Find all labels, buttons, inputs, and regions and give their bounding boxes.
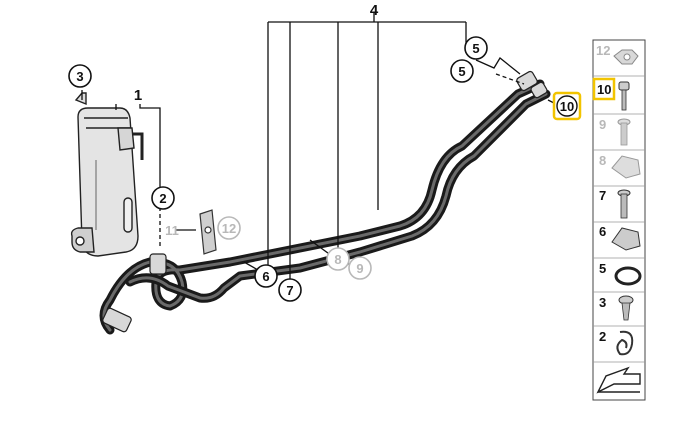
callout-label: 9 bbox=[356, 261, 363, 276]
bolt-icon bbox=[618, 81, 630, 111]
arrow-icon bbox=[596, 366, 641, 394]
callout-label: 5 bbox=[472, 41, 479, 56]
parts-row-9[interactable]: 9 bbox=[599, 117, 631, 146]
callout-9[interactable]: 9 bbox=[348, 256, 372, 280]
part-number: 6 bbox=[599, 224, 606, 239]
callout-6[interactable]: 6 bbox=[254, 264, 278, 288]
group-label-1: 1 bbox=[134, 87, 142, 104]
parts-list: 12 10 9 8 7 bbox=[592, 39, 646, 401]
parts-row-10[interactable]: 10 bbox=[592, 77, 630, 111]
parts-row-12[interactable]: 12 bbox=[596, 43, 639, 65]
group-number-4: 4 bbox=[370, 2, 379, 19]
bracket bbox=[199, 209, 217, 255]
pipe-fittings bbox=[102, 70, 548, 333]
parts-row-2[interactable]: 2 bbox=[599, 329, 634, 356]
part-number: 7 bbox=[599, 188, 606, 203]
parts-row-3[interactable]: 3 bbox=[599, 295, 634, 321]
part-number: 2 bbox=[599, 329, 606, 344]
part-number: 8 bbox=[599, 153, 606, 168]
callout-label: 12 bbox=[222, 221, 236, 236]
screw-icon bbox=[617, 118, 631, 146]
screw-icon bbox=[617, 189, 631, 219]
part-number: 10 bbox=[597, 82, 611, 97]
callout-label: 2 bbox=[159, 191, 166, 206]
parts-row-5[interactable]: 5 bbox=[599, 261, 642, 286]
callout-label: 11 bbox=[165, 223, 179, 238]
callout-label: 6 bbox=[262, 269, 269, 284]
callout-5-upper[interactable]: 5 bbox=[464, 36, 488, 60]
callout-12[interactable]: 12 bbox=[217, 216, 241, 240]
callout-8[interactable]: 8 bbox=[326, 247, 350, 271]
callout-10-highlighted[interactable]: 10 bbox=[552, 91, 582, 121]
oil-cooler bbox=[70, 92, 144, 257]
parts-row-7[interactable]: 7 bbox=[599, 188, 631, 219]
callout-label: 5 bbox=[458, 64, 465, 79]
clip-icon bbox=[611, 227, 641, 251]
screw-icon bbox=[618, 295, 634, 321]
parts-row-6[interactable]: 6 bbox=[599, 224, 641, 251]
clip-icon bbox=[611, 155, 641, 179]
callout-label: 8 bbox=[334, 252, 341, 267]
callout-label: 3 bbox=[76, 69, 83, 84]
part-number: 9 bbox=[599, 117, 606, 132]
callout-label: 10 bbox=[560, 99, 574, 114]
callout-5-lower[interactable]: 5 bbox=[450, 59, 474, 83]
callout-2[interactable]: 2 bbox=[151, 186, 175, 210]
clamp-icon bbox=[616, 330, 634, 356]
part-number: 12 bbox=[596, 43, 610, 58]
callout-label: 7 bbox=[286, 283, 293, 298]
callout-3[interactable]: 3 bbox=[68, 64, 92, 88]
parts-row-8[interactable]: 8 bbox=[599, 153, 641, 179]
callout-11[interactable]: 11 bbox=[165, 223, 179, 238]
parts-row-arrow[interactable] bbox=[596, 366, 641, 394]
part-number: 5 bbox=[599, 261, 606, 276]
callout-7[interactable]: 7 bbox=[278, 278, 302, 302]
oring-icon bbox=[614, 266, 642, 286]
part-number: 3 bbox=[599, 295, 606, 310]
